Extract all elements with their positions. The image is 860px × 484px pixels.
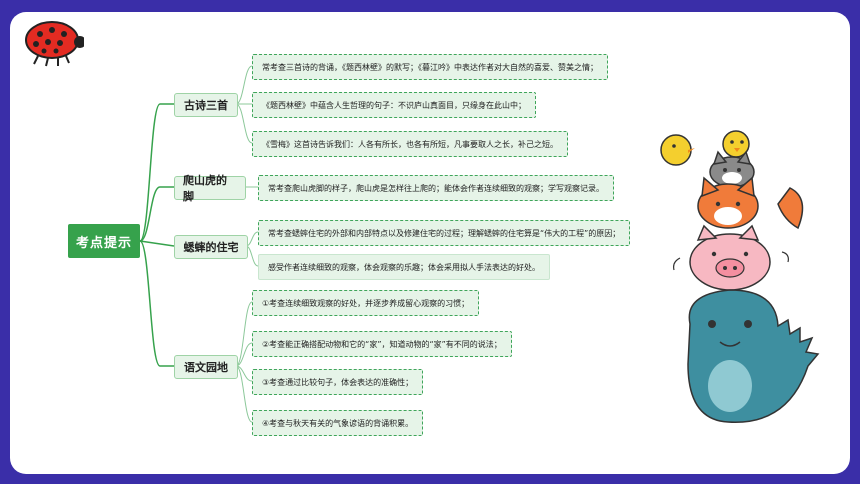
ladybug-icon	[18, 18, 86, 68]
leaf-gushi-3: 《雪梅》这首诗告诉我们：人各有所长，也各有所短，凡事要取人之长，补己之短。	[252, 131, 568, 157]
leaf-gushi-2: 《题西林壁》中蕴含人生哲理的句子：不识庐山真面目，只缘身在此山中；	[252, 92, 536, 118]
leaf-pashanhu-1: 常考查爬山虎脚的样子，爬山虎是怎样往上爬的；能体会作者连续细致的观察；学写观察记…	[258, 175, 614, 201]
stacked-animals-illustration	[650, 128, 840, 428]
root-node: 考点提示	[68, 224, 140, 258]
leaf-xishuai-2: 感受作者连续细致的观察，体会观察的乐趣；体会采用拟人手法表达的好处。	[258, 254, 550, 280]
branch-yuwen: 语文园地	[174, 355, 238, 379]
branch-xishuai: 蟋蟀的住宅	[174, 235, 248, 259]
leaf-yuwen-4: ④考查与秋天有关的气象谚语的背诵积累。	[252, 410, 424, 436]
leaf-xishuai-1: 常考查蟋蟀住宅的外部和内部特点以及修建住宅的过程；理解蟋蟀的住宅算是“伟大的工程…	[258, 220, 631, 246]
leaf-gushi-1: 常考查三首诗的背诵，《题西林壁》的默写；《暮江吟》中表达作者对大自然的喜爱、赞美…	[252, 54, 608, 80]
branch-gushi: 古诗三首	[174, 93, 238, 117]
leaf-yuwen-2: ②考查能正确搭配动物和它的“家”，知道动物的“家”有不同的说法；	[252, 331, 512, 357]
branch-pashanhu: 爬山虎的脚	[174, 174, 246, 203]
leaf-yuwen-1: ①考查连续细致观察的好处，并逐步养成留心观察的习惯；	[252, 290, 480, 316]
leaf-yuwen-3: ③考查通过比较句子，体会表达的准确性；	[252, 369, 424, 395]
